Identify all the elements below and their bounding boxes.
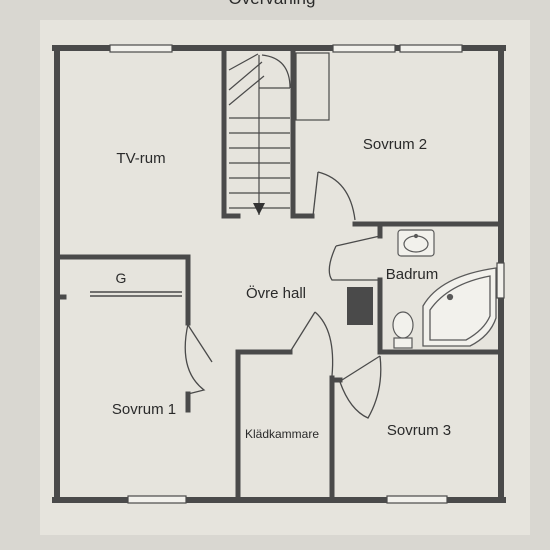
sink-icon bbox=[397, 229, 435, 257]
room-label-sovrum-2: Sovrum 2 bbox=[363, 136, 427, 153]
plan-paper bbox=[40, 20, 530, 535]
door-swing-icon bbox=[184, 171, 382, 419]
staircase bbox=[228, 52, 330, 215]
plan-title: Övervåning bbox=[229, 0, 316, 8]
room-label-sovrum-3: Sovrum 3 bbox=[387, 422, 451, 439]
room-label-ovre-hall: Övre hall bbox=[246, 284, 306, 302]
room-label-g: G bbox=[116, 270, 127, 286]
sliding-door bbox=[90, 291, 182, 297]
room-label-tv-rum: TV-rum bbox=[116, 150, 165, 167]
interior-walls bbox=[56, 47, 503, 501]
room-label-badrum: Badrum bbox=[386, 266, 439, 283]
window-icon bbox=[109, 44, 505, 504]
room-label-sovrum-1: Sovrum 1 bbox=[112, 401, 176, 418]
chimney bbox=[347, 287, 373, 325]
toilet-icon bbox=[392, 311, 414, 349]
room-label-kladkammare: Klädkammare bbox=[245, 427, 319, 441]
stair-arrow-icon bbox=[253, 203, 265, 215]
corner-bathtub-icon bbox=[422, 267, 497, 347]
